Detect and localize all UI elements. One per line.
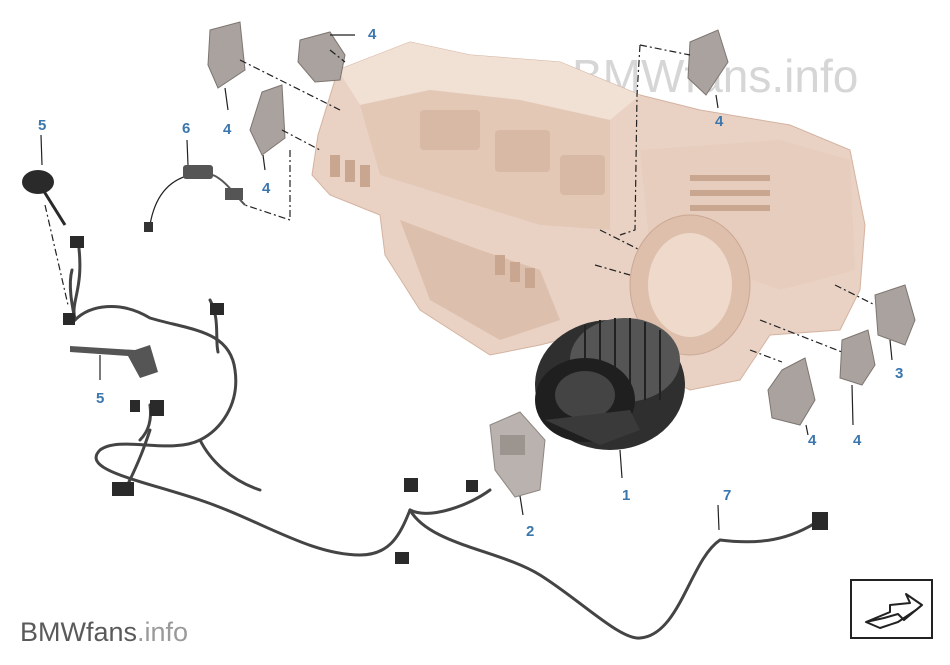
- blower-output-stage: [489, 411, 546, 498]
- callout-4-b: 4: [223, 121, 232, 138]
- leader-lines: [40, 34, 893, 531]
- callout-4-d: 4: [715, 113, 724, 130]
- callout-5-a: 5: [38, 117, 46, 134]
- callout-4-f: 4: [853, 432, 862, 449]
- svg-text:BMWfans.info: BMWfans.info: [20, 617, 188, 647]
- callout-4-e: 4: [808, 432, 817, 449]
- heater-housing: [311, 41, 866, 391]
- blower-motor: [535, 318, 685, 450]
- callout-2: 2: [526, 523, 534, 540]
- watermark-top-suffix: .info: [771, 50, 858, 102]
- sensor-wire: [144, 165, 246, 232]
- callout-4-a: 4: [368, 26, 377, 43]
- callouts: 1 2 3 4 4 4 4 4 4 4 5 5 6 7: [38, 26, 903, 540]
- watermark-bottom-suffix: .info: [137, 617, 188, 647]
- callout-1: 1: [622, 487, 630, 504]
- temperature-sensors: [22, 170, 158, 378]
- callout-5-b: 5: [96, 390, 104, 407]
- stepper-motors: [207, 21, 916, 426]
- callout-4-c: 4: [262, 180, 271, 197]
- arrow-next-icon[interactable]: [850, 579, 933, 639]
- harness-connectors: [63, 236, 828, 564]
- callout-3: 3: [895, 365, 903, 382]
- callout-6: 6: [182, 120, 190, 137]
- watermark-bottom-brand: BMWfans: [20, 617, 137, 647]
- assembly-lines: [44, 44, 876, 363]
- watermark-bottom: BMWfans.info: [20, 617, 188, 647]
- callout-7: 7: [723, 487, 731, 504]
